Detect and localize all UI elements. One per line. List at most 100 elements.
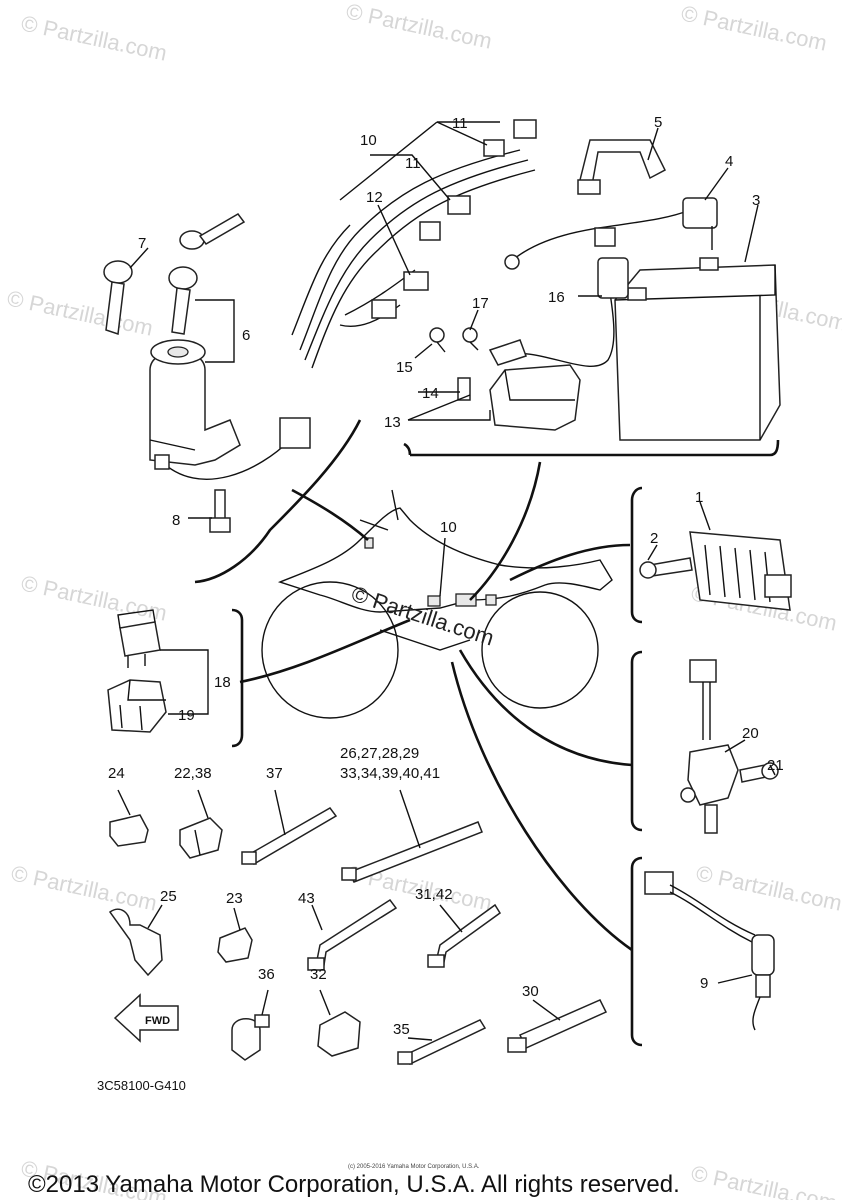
callout-11: 11 [405, 155, 421, 172]
callout-35: 35 [393, 1021, 410, 1038]
connector-line [458, 649, 633, 767]
battery-illustration [614, 257, 781, 441]
leader-line [647, 544, 658, 561]
watermark: © Partzilla.com [689, 1160, 839, 1200]
leader-line [311, 904, 323, 931]
leader-line [377, 204, 411, 276]
relay-illustration [117, 609, 161, 668]
callout-30: 30 [522, 983, 539, 1000]
group-bracket [194, 419, 362, 584]
connector-line [509, 543, 631, 582]
bolt-illustration [209, 489, 231, 533]
leader-line [744, 204, 759, 263]
connector-line [469, 461, 542, 601]
group-bracket [403, 442, 412, 456]
callout-3: 3 [752, 192, 760, 209]
group-bracket [630, 650, 643, 832]
leader-line [414, 343, 433, 359]
callout-labels: 1 2 3 4 5 6 7 8 9 10 10 11 11 12 13 14 1… [108, 114, 784, 1038]
holder-illustration [317, 1011, 361, 1057]
leader-line [233, 907, 241, 931]
callout-24: 24 [108, 765, 125, 782]
callout-10: 10 [440, 519, 457, 536]
callout-6: 6 [242, 327, 250, 344]
clamp-illustration [217, 927, 253, 963]
battery-negative-lead-illustration [488, 257, 629, 367]
callout-16: 16 [548, 289, 565, 306]
group-bracket [630, 856, 643, 1047]
callout-26-27-28-29: 26,27,28,29 [340, 745, 419, 762]
callout-37: 37 [266, 765, 283, 782]
relay-cover-illustration [107, 679, 167, 733]
leader-line [197, 789, 209, 819]
watermark: © Partzilla.com [344, 0, 494, 54]
group-bracket [231, 608, 244, 748]
connector-line [450, 661, 633, 952]
battery-band-illustration [577, 139, 666, 195]
key-illustration [103, 213, 246, 336]
leader-line [699, 501, 711, 531]
neutral-switch-illustration [680, 659, 779, 834]
callout-2: 2 [650, 530, 658, 547]
clamp-illustration [179, 817, 223, 859]
leader-line [439, 904, 463, 933]
callout-5: 5 [654, 114, 662, 131]
callout-13: 13 [384, 414, 401, 431]
diagram-code: 3C58100-G410 [97, 1078, 186, 1093]
callout-31-42: 31,42 [415, 886, 453, 903]
callout-20: 20 [742, 725, 759, 742]
copyright-notice: ©2013 Yamaha Motor Corporation, U.S.A. A… [28, 1171, 680, 1198]
leader-line [399, 789, 421, 849]
callout-23: 23 [226, 890, 243, 907]
leader-line [647, 127, 659, 161]
callout-7: 7 [138, 235, 146, 252]
callout-10: 10 [360, 132, 377, 149]
callout-12: 12 [366, 189, 383, 206]
leader-line [274, 789, 286, 836]
connector-line [291, 488, 369, 541]
callout-14: 14 [422, 385, 439, 402]
sensor-lead-illustration [644, 871, 775, 1031]
fuse-cable-illustration [504, 197, 718, 270]
group-bracket [630, 486, 643, 624]
leader-line [370, 154, 451, 201]
callout-32: 32 [310, 966, 327, 983]
callout-22-38: 22,38 [174, 765, 212, 782]
callout-9: 9 [700, 975, 708, 992]
rectifier-regulator-illustration [639, 531, 792, 611]
leader-line [339, 121, 438, 201]
callout-17: 17 [472, 295, 489, 312]
callout-4: 4 [725, 153, 733, 170]
watermark: © Partzilla.com [19, 570, 169, 625]
watermark-center: © Partzilla.com [348, 581, 497, 651]
cable-tie-illustration [307, 898, 398, 971]
leader-line [724, 739, 746, 753]
callout-36: 36 [258, 966, 275, 983]
fwd-label: FWD [145, 1015, 170, 1027]
cable-tie-illustration [241, 807, 338, 866]
leader-line [129, 247, 149, 269]
cable-tie-illustration [341, 821, 483, 883]
leader-line [407, 1037, 433, 1041]
clip-illustration [109, 814, 149, 847]
watermark: © Partzilla.com [5, 285, 155, 340]
connector-line [239, 618, 411, 684]
callout-25: 25 [160, 888, 177, 905]
leader-line [436, 121, 488, 146]
callout-19: 19 [178, 707, 195, 724]
cable-tie-illustration [427, 903, 502, 968]
leader-line [408, 410, 491, 421]
leader-line [704, 167, 729, 201]
leader-line [407, 394, 471, 421]
starter-relay-illustration [429, 327, 581, 431]
watermark: © Partzilla.com [19, 10, 169, 65]
leader-line [439, 537, 446, 597]
watermark: © Partzilla.com [694, 860, 842, 915]
watermark: © Partzilla.com [679, 0, 829, 55]
cable-tie-illustration [507, 999, 608, 1053]
leader-line [261, 989, 269, 1016]
leader-line [147, 904, 163, 929]
clamp-illustration [231, 1014, 270, 1061]
clip-illustration [108, 908, 163, 977]
callout-1: 1 [695, 489, 703, 506]
